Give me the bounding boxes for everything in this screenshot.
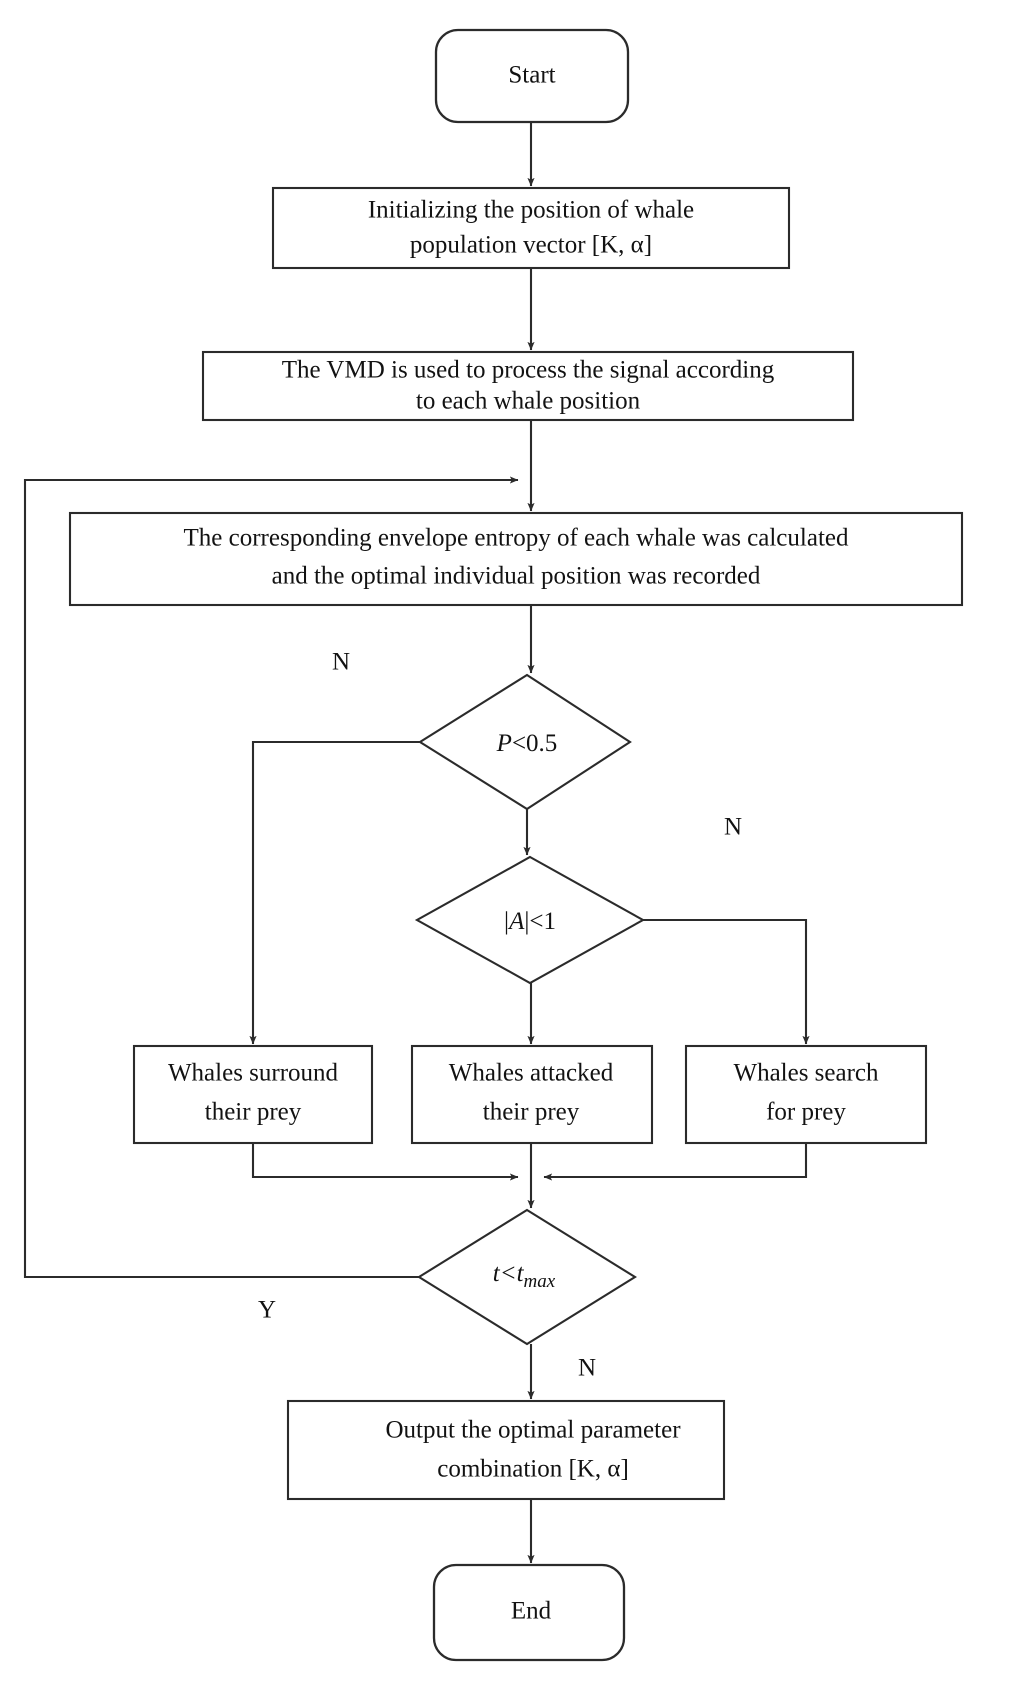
node-initialize-population[interactable]: Initializing the position of whale popul… bbox=[271, 186, 791, 270]
node-envelope-entropy[interactable]: The corresponding envelope entropy of ea… bbox=[68, 511, 964, 607]
node-initialize-line1: Initializing the position of whale bbox=[368, 197, 694, 224]
node-attack-line2: their prey bbox=[483, 1099, 580, 1126]
node-decision-t[interactable]: t<tmax bbox=[417, 1208, 637, 1346]
edge-search-to-merge bbox=[543, 1143, 808, 1181]
edge-cond-t-yes-loopback bbox=[23, 476, 519, 1279]
node-decision-p[interactable]: P<0.5 bbox=[418, 673, 632, 811]
decision-t-italic: t<t bbox=[493, 1260, 525, 1287]
node-vmd-line2: to each whale position bbox=[416, 388, 641, 415]
decision-p-rest: <0.5 bbox=[512, 730, 557, 757]
decision-a-italic: A bbox=[507, 908, 525, 935]
node-decision-t-label: t<tmax bbox=[493, 1260, 556, 1293]
node-end[interactable]: End bbox=[432, 1563, 626, 1662]
decision-a-rest: |<1 bbox=[524, 908, 556, 935]
node-decision-a-label: |A|<1 bbox=[504, 908, 556, 935]
node-output-line2: combination [K, α] bbox=[437, 1456, 629, 1483]
decision-t-subscript: max bbox=[524, 1271, 556, 1292]
node-whales-attack[interactable]: Whales attacked their prey bbox=[410, 1044, 654, 1145]
branch-label-t-no: N bbox=[578, 1355, 596, 1382]
edge-cond-p-no-to-surround bbox=[249, 740, 420, 1045]
node-vmd-line1: The VMD is used to process the signal ac… bbox=[282, 357, 775, 384]
node-decision-p-label: P<0.5 bbox=[496, 730, 558, 757]
node-attack-line1: Whales attacked bbox=[449, 1060, 614, 1087]
node-surround-line2: their prey bbox=[205, 1099, 302, 1126]
node-initialize-line2: population vector [K, α] bbox=[410, 232, 652, 259]
node-whales-search[interactable]: Whales search for prey bbox=[684, 1044, 928, 1145]
decision-p-italic: P bbox=[496, 730, 512, 757]
node-surround-line1: Whales surround bbox=[168, 1060, 339, 1087]
branch-label-t-yes: Y bbox=[258, 1297, 276, 1324]
node-vmd-process[interactable]: The VMD is used to process the signal ac… bbox=[201, 350, 855, 422]
decision-a-bar-open: | bbox=[504, 908, 509, 935]
node-decision-a[interactable]: |A|<1 bbox=[414, 855, 646, 985]
node-whales-surround[interactable]: Whales surround their prey bbox=[132, 1044, 374, 1145]
branch-label-layer: N N Y N bbox=[258, 649, 742, 1382]
edge-surround-to-merge bbox=[251, 1143, 519, 1181]
node-search-line2: for prey bbox=[766, 1099, 846, 1126]
branch-label-a-no: N bbox=[724, 814, 742, 841]
node-start-label: Start bbox=[508, 62, 555, 89]
node-output-parameters[interactable]: Output the optimal parameter combination… bbox=[286, 1399, 726, 1501]
edge-cond-a-no-to-search bbox=[643, 918, 810, 1045]
node-entropy-line2: and the optimal individual position was … bbox=[272, 563, 761, 590]
node-entropy-line1: The corresponding envelope entropy of ea… bbox=[184, 525, 849, 552]
node-search-line1: Whales search bbox=[733, 1060, 879, 1087]
connector-layer bbox=[23, 122, 810, 1564]
node-start[interactable]: Start bbox=[434, 28, 630, 124]
branch-label-p-no: N bbox=[332, 649, 350, 676]
node-end-label: End bbox=[511, 1598, 552, 1625]
node-output-line1: Output the optimal parameter bbox=[385, 1417, 681, 1444]
